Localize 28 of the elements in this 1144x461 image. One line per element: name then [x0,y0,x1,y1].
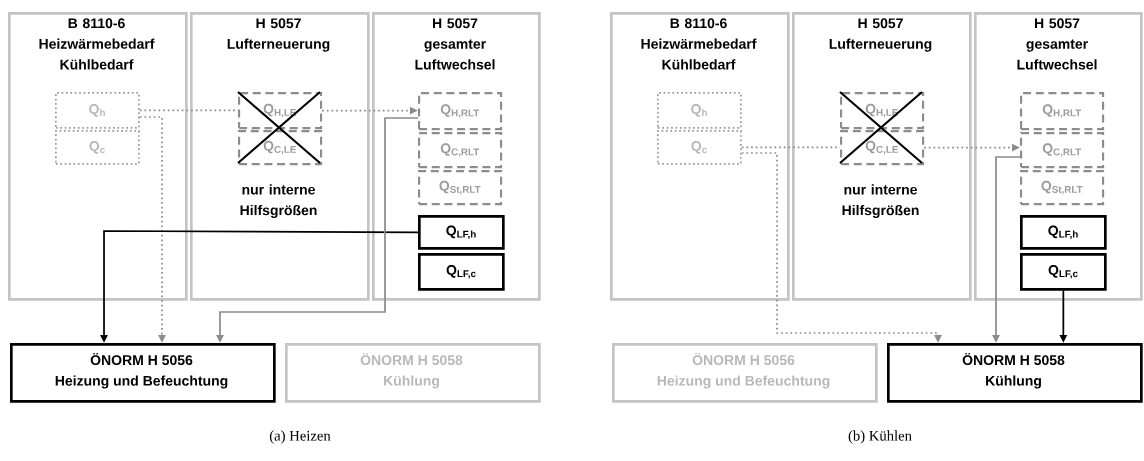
node-label: H 5057 Lufterneuerung [227,18,330,52]
quantity-box: Q$_{h}$ [657,92,742,129]
standard-box: ÖNORM H 5058 Kühlung [887,343,1143,403]
figure-caption: (b) Kühlen [848,430,912,444]
quantity-box: Q$_{H,RLT}$ [418,92,503,131]
standard-box: ÖNORM H 5056 Heizung und Befeuchtung [10,343,276,403]
figure-caption: (a) Heizen [269,430,331,444]
quantity-box: Q$_{St,RLT}$ [418,170,503,206]
node-label: nur interne Hilfsgrößen [240,184,317,219]
node-label: H 5057 Lufterneuerung [829,18,932,52]
quantity-box: Q$_{H,LE}$ [238,92,323,130]
quantity-box: Q$_{C,LE}$ [238,130,323,166]
quantity-box: Q$_{c}$ [55,130,140,165]
quantity-box: Q$_{H,RLT}$ [1020,92,1105,131]
standard-box: ÖNORM H 5056 Heizung und Befeuchtung [612,343,878,403]
quantity-box: Q$_{C,LE}$ [840,130,925,166]
quantity-box: Q$_{LF,h}$ [1020,215,1107,250]
quantity-box: Q$_{C,RLT}$ [418,132,503,169]
quantity-box: Q$_{LF,c}$ [1020,253,1107,291]
quantity-box: Q$_{C,RLT}$ [1020,132,1105,169]
quantity-box: Q$_{h}$ [55,92,140,129]
quantity-box: Q$_{LF,h}$ [418,215,505,250]
node-label: nur interne Hilfsgrößen [842,184,919,219]
quantity-box: Q$_{LF,c}$ [418,253,505,291]
quantity-box: Q$_{St,RLT}$ [1020,170,1105,206]
quantity-box: Q$_{c}$ [657,130,742,165]
standard-box: ÖNORM H 5058 Kühlung [285,343,541,403]
quantity-box: Q$_{H,LE}$ [840,92,925,130]
